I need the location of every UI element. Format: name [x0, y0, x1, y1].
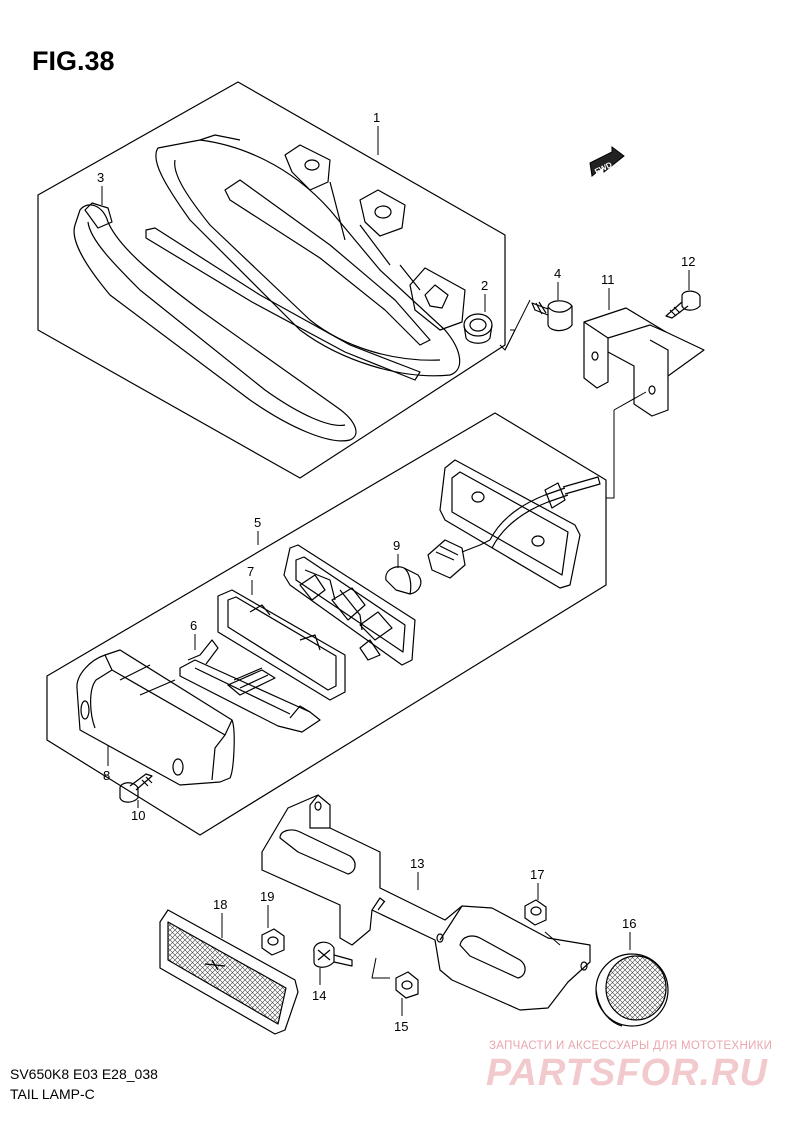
- callout-6: 6: [190, 618, 197, 633]
- part-15-nut: [395, 971, 419, 999]
- part-19-nut: [261, 928, 285, 956]
- callout-7: 7: [247, 564, 254, 579]
- fwd-arrow-icon: FWD: [589, 146, 625, 177]
- part-7-gasket: [217, 589, 346, 701]
- callout-14: 14: [312, 988, 326, 1003]
- part-10-screw: [119, 773, 153, 803]
- callout-15: 15: [394, 1019, 408, 1034]
- callout-12: 12: [681, 254, 695, 269]
- part-18-reflector: [159, 909, 299, 1035]
- part-5-lamp-base-plate: [439, 459, 601, 589]
- part-13-license-bracket: [261, 794, 591, 1011]
- upper-group-frame: [37, 81, 506, 479]
- part-number-callouts: 1 2 3 4 5 6 7 8 9 10 11 12 13 14 15 16 1…: [97, 110, 695, 1034]
- callout-13: 13: [410, 856, 424, 871]
- callout-4: 4: [554, 266, 561, 281]
- part-2-grommet: [463, 313, 493, 344]
- callout-10: 10: [131, 808, 145, 823]
- callout-3: 3: [97, 170, 104, 185]
- part-14-screw: [313, 941, 353, 968]
- callout-18: 18: [213, 897, 227, 912]
- watermark-tagline: ЗАПЧАСТИ И АКСЕССУАРЫ ДЛЯ МОТОТЕХНИКИ: [489, 1040, 773, 1052]
- part-16-round-reflector: [595, 953, 669, 1027]
- model-code: SV650K8 E03 E28_038: [10, 1066, 158, 1082]
- callout-1: 1: [373, 110, 380, 125]
- part-3-seal: [73, 202, 357, 442]
- part-8-lens: [76, 649, 235, 786]
- part-12-screw: [665, 290, 701, 319]
- watermark-logo[interactable]: PARTSFOR.RU: [486, 1052, 768, 1094]
- callout-5: 5: [254, 515, 261, 530]
- callout-17: 17: [530, 867, 544, 882]
- callout-19: 19: [260, 889, 274, 904]
- callout-8: 8: [103, 768, 110, 783]
- callout-2: 2: [481, 278, 488, 293]
- part-6-reflector-plate: [179, 639, 321, 733]
- assembly-name: TAIL LAMP-C: [10, 1086, 95, 1102]
- lower-group-frame: [46, 412, 607, 836]
- part-5-bulb-holder: [283, 544, 416, 666]
- callout-11: 11: [601, 272, 615, 287]
- part-17-nut: [524, 899, 547, 926]
- callout-9: 9: [393, 538, 400, 553]
- part-4-screw: [531, 300, 573, 332]
- part-1-tail-lamp-housing: [145, 134, 466, 381]
- figure-title: FIG.38: [32, 46, 115, 76]
- part-11-bracket: [583, 307, 705, 417]
- part-9-bulb: [385, 539, 491, 595]
- callout-16: 16: [622, 916, 636, 931]
